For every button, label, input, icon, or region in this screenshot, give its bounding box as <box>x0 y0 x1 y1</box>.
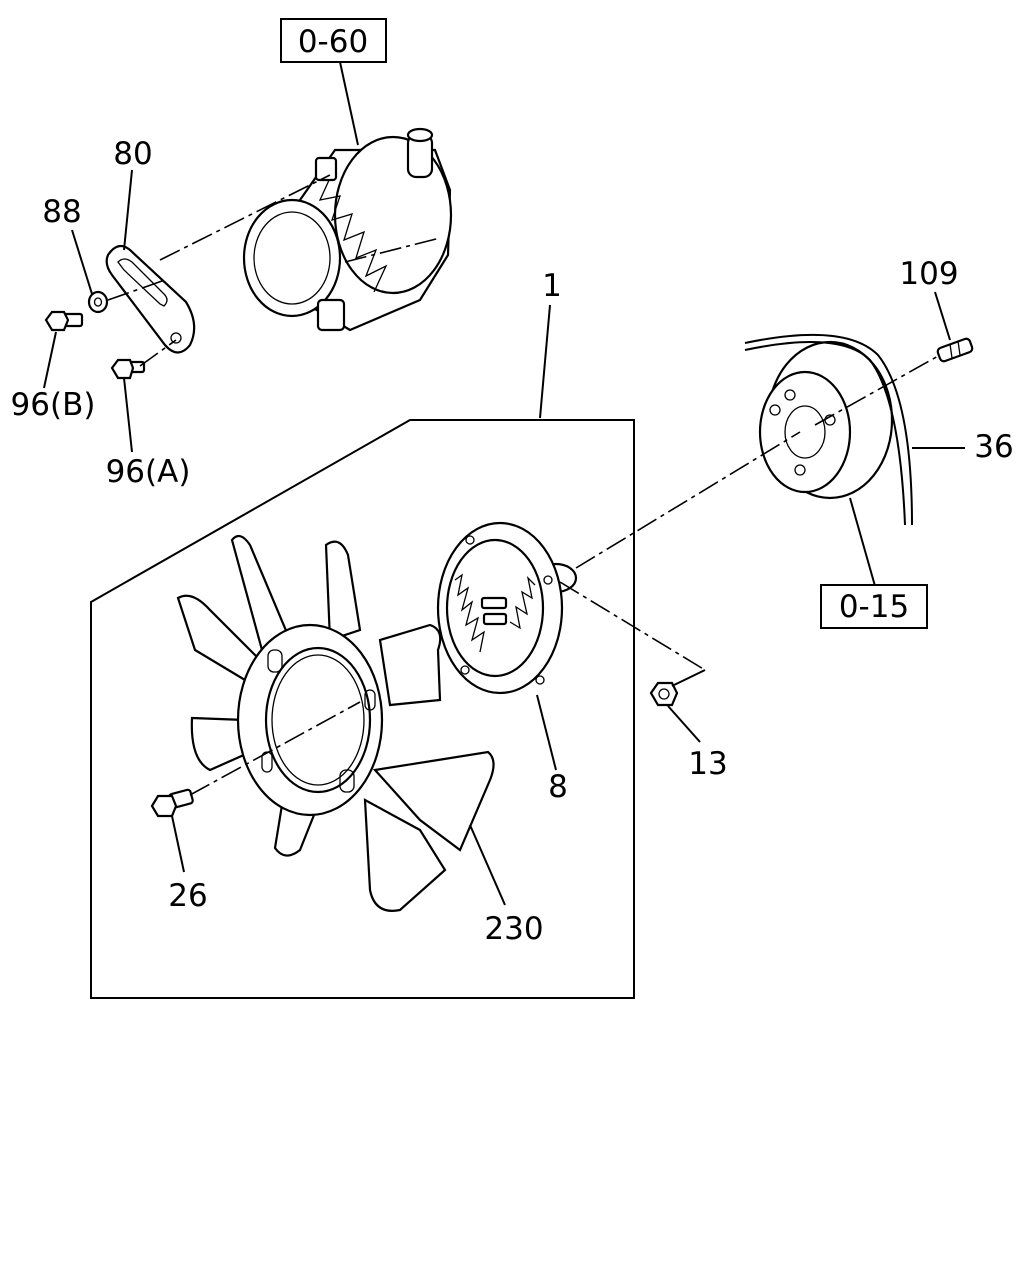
callout-96b: 96(B) <box>11 387 96 423</box>
ref-box-0-60 <box>280 18 387 63</box>
bolt-26 <box>150 788 194 818</box>
assembly-axis-lines <box>107 174 941 796</box>
callout-13: 13 <box>688 746 727 782</box>
leader-lines <box>43 61 965 906</box>
callout-80: 80 <box>113 136 152 172</box>
drive-belt <box>744 333 913 526</box>
ref-label-0-15: 0-15 <box>839 589 909 625</box>
nut <box>649 681 679 707</box>
callout-88: 88 <box>42 194 81 230</box>
callout-36: 36 <box>974 429 1013 465</box>
callout-8: 8 <box>548 769 568 805</box>
ref-label-0-60: 0-60 <box>298 24 368 60</box>
cooling-fan <box>176 534 495 912</box>
adjusting-plate <box>105 244 196 354</box>
assembly-group-outline <box>90 419 635 999</box>
callout-1: 1 <box>542 268 562 304</box>
stud <box>936 337 974 363</box>
water-pump-pulley <box>758 340 894 500</box>
alternator <box>242 127 453 332</box>
callout-109: 109 <box>899 256 958 292</box>
bolt-96b <box>44 310 84 332</box>
callout-96a: 96(A) <box>106 454 191 490</box>
fan-clutch <box>436 521 578 695</box>
callout-26: 26 <box>168 878 207 914</box>
callout-230: 230 <box>484 911 543 947</box>
bolt-96a <box>110 358 146 380</box>
ref-box-0-15 <box>820 584 928 629</box>
washer <box>87 290 109 314</box>
